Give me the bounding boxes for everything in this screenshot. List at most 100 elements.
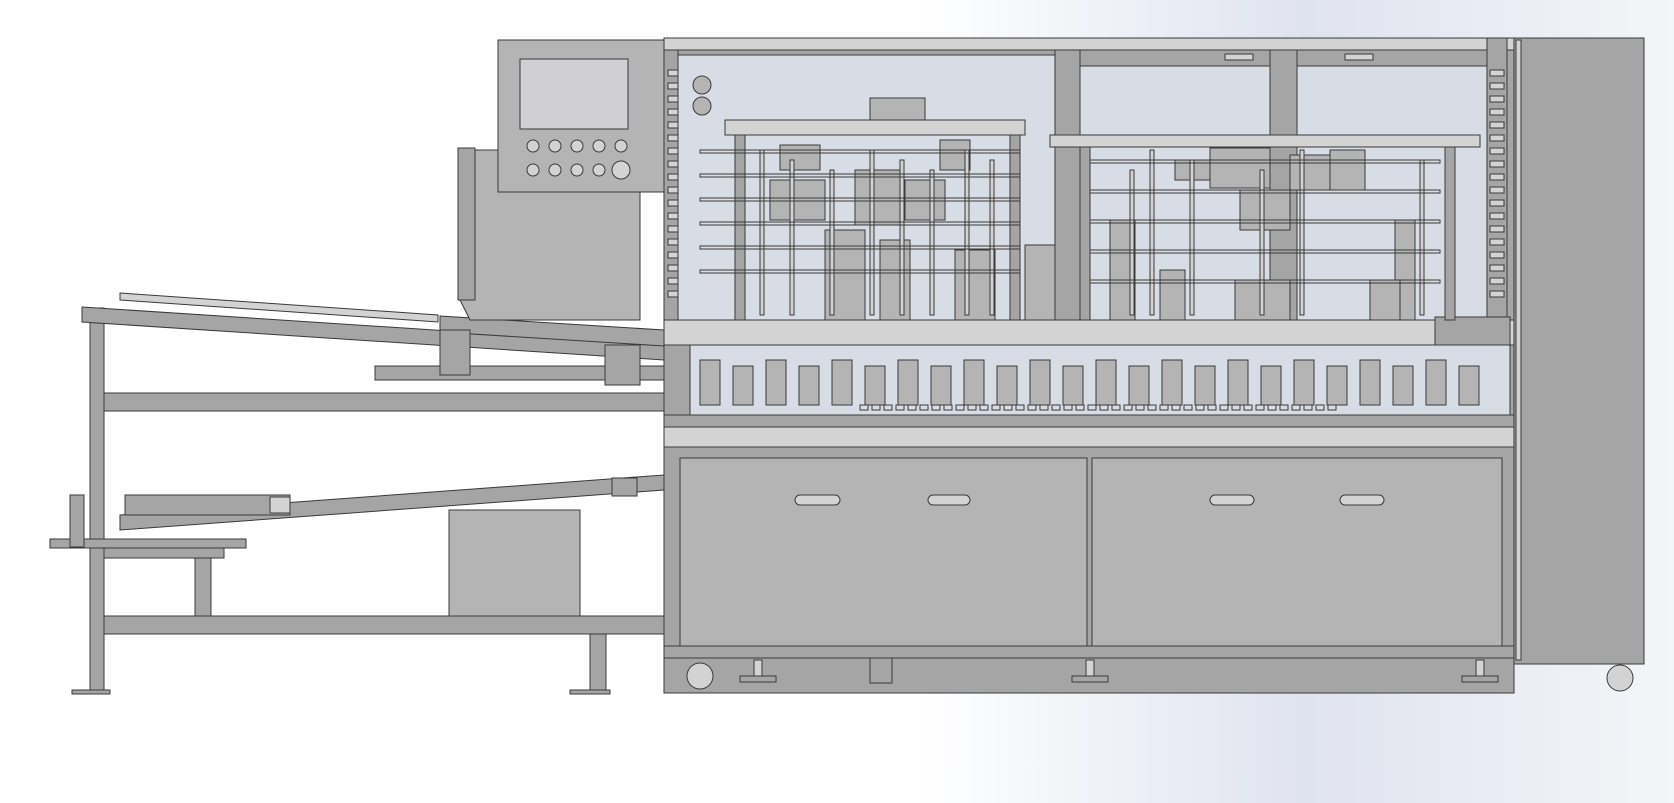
leveling-foot-icon: [1475, 659, 1485, 677]
mechanism-part: [1489, 264, 1505, 272]
mechanism-part: [667, 134, 679, 142]
mechanism-part: [864, 365, 886, 406]
mechanism-part: [879, 239, 911, 321]
hmi-button-icon: [570, 163, 584, 177]
mechanism-part: [859, 404, 869, 411]
selector-knob-icon: [692, 75, 712, 95]
mechanism-part: [955, 404, 965, 411]
mechanism-part: [1369, 279, 1401, 321]
mechanism-part: [1489, 95, 1505, 103]
hmi-button-icon: [614, 139, 628, 153]
mechanism-part: [732, 365, 754, 406]
mechanism-part: [667, 290, 679, 298]
mechanism-part: [979, 404, 989, 411]
selector-knob-icon: [692, 96, 712, 116]
mechanism-part: [759, 149, 765, 316]
mechanism-part: [897, 359, 919, 406]
mechanism-part: [1489, 82, 1505, 90]
mechanism-part: [895, 404, 905, 411]
leveling-foot-icon: [753, 659, 763, 677]
leveling-foot-icon: [1461, 675, 1499, 683]
mechanism-part: [1147, 404, 1157, 411]
mechanism-part: [769, 179, 826, 221]
mechanism-part: [1089, 279, 1441, 284]
mechanism-part: [1315, 404, 1325, 411]
mechanism-part: [1231, 404, 1241, 411]
hmi-button-icon: [592, 163, 606, 177]
mechanism-part: [1267, 404, 1277, 411]
mechanism-part: [699, 269, 1021, 274]
mechanism-part: [963, 359, 985, 406]
mechanism-part: [931, 404, 941, 411]
mechanism-part: [667, 95, 679, 103]
mechanism-part: [1279, 404, 1289, 411]
hmi-button-icon: [570, 139, 584, 153]
mechanism-part: [1089, 219, 1441, 224]
lower-access-doors: [663, 457, 1515, 659]
mechanism-part: [734, 134, 746, 321]
mechanism-part: [1027, 404, 1037, 411]
mechanism-part: [964, 149, 970, 316]
mechanism-part: [1039, 404, 1049, 411]
mechanism-part: [699, 197, 1021, 202]
mechanism-part: [1003, 404, 1013, 411]
mechanism-part: [1009, 134, 1021, 321]
mechanism-part: [1029, 359, 1051, 406]
mechanism-part: [1189, 159, 1195, 316]
mechanism-part: [1293, 359, 1315, 406]
mechanism-part: [996, 365, 1018, 406]
mechanism-part: [1344, 53, 1374, 61]
mechanism-part: [1489, 212, 1505, 220]
mechanism-part: [1128, 365, 1150, 406]
mechanism-part: [1489, 121, 1505, 129]
mechanism-part: [779, 144, 821, 171]
mechanism-part: [1149, 149, 1155, 316]
hmi-control-panel: [497, 39, 666, 193]
mechanism-part: [1159, 269, 1186, 321]
mechanism-part: [765, 359, 787, 406]
mechanism-part: [699, 173, 1021, 178]
hmi-button-icon: [526, 163, 540, 177]
mechanism-part: [1489, 277, 1505, 285]
mechanism-part: [869, 149, 875, 316]
caster-wheel-icon: [1606, 664, 1634, 692]
mechanism-part: [1489, 160, 1505, 168]
mechanism-part: [883, 404, 893, 411]
caster-wheel-icon: [686, 662, 714, 690]
mechanism-part: [1489, 108, 1505, 116]
mechanism-part: [1062, 365, 1084, 406]
leveling-foot-icon: [1071, 675, 1109, 683]
hmi-button-icon: [526, 139, 540, 153]
mechanism-part: [1489, 251, 1505, 259]
mechanism-part: [930, 365, 952, 406]
mechanism-part: [1289, 154, 1336, 191]
mechanism-part: [989, 159, 995, 316]
mechanism-part: [789, 159, 795, 316]
mechanism-part: [1123, 404, 1133, 411]
mechanism-part: [1015, 404, 1025, 411]
hmi-button-icon: [548, 139, 562, 153]
mechanism-part: [1135, 404, 1145, 411]
mechanism-part: [1489, 173, 1505, 181]
mechanism-part: [1359, 359, 1381, 406]
hmi-button-icon: [611, 160, 631, 180]
mechanism-part: [1444, 146, 1456, 321]
mechanism-part: [919, 404, 929, 411]
mechanism-part: [699, 149, 1021, 154]
mechanism-part: [907, 404, 917, 411]
mechanism-part: [1079, 146, 1091, 321]
mechanism-part: [667, 251, 679, 259]
mechanism-part: [1207, 404, 1217, 411]
mechanism-part: [1489, 147, 1505, 155]
mechanism-part: [798, 365, 820, 406]
mechanism-part: [1329, 149, 1366, 191]
mechanism-part: [1255, 404, 1265, 411]
mechanism-part: [667, 225, 679, 233]
mechanism-part: [1183, 404, 1193, 411]
mechanism-part: [1419, 159, 1425, 316]
mechanism-part: [1075, 404, 1085, 411]
mechanism-part: [954, 249, 996, 321]
mechanism-part: [869, 97, 926, 121]
